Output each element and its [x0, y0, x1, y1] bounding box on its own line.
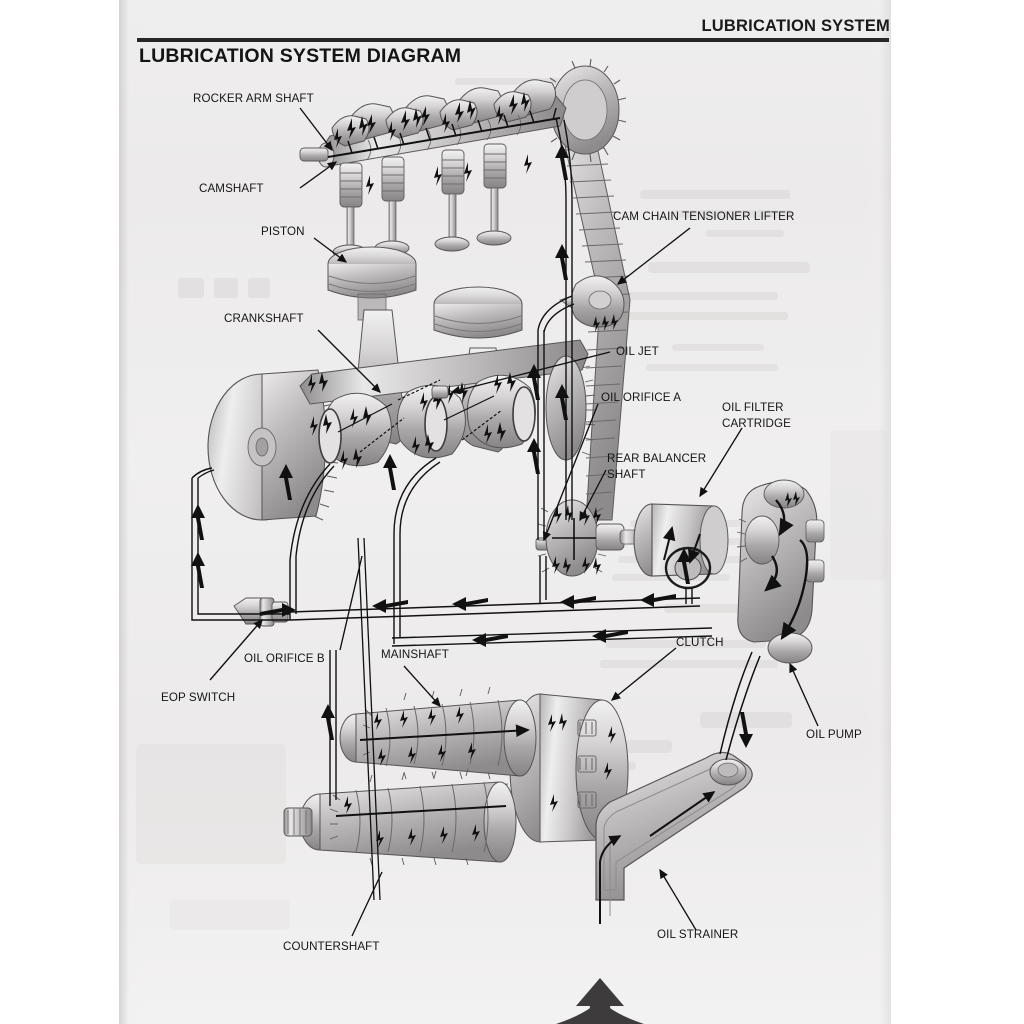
label-oil-orifice-a: OIL ORIFICE A — [601, 391, 682, 404]
label-rocker-arm-shaft: ROCKER ARM SHAFT — [193, 92, 314, 105]
label-camshaft: CAMSHAFT — [199, 182, 264, 195]
label-mainshaft: MAINSHAFT — [381, 648, 449, 661]
crankshaft-assembly — [207, 339, 596, 521]
label-rear-balancer-shaft-1: REAR BALANCER — [607, 452, 707, 465]
label-countershaft: COUNTERSHAFT — [283, 940, 380, 953]
valve-train — [332, 143, 512, 260]
label-eop-switch: EOP SWITCH — [161, 691, 236, 704]
cam-chain-tensioner-lifter — [559, 275, 625, 332]
label-oil-orifice-b: OIL ORIFICE B — [244, 652, 325, 665]
oil-pump — [736, 479, 825, 664]
header-rule — [137, 38, 889, 42]
page-header-title: LUBRICATION SYSTEM — [701, 17, 890, 35]
oil-flow-arrows — [191, 144, 753, 748]
label-oil-filter-cartridge-2: CARTRIDGE — [722, 417, 791, 430]
label-clutch: CLUTCH — [676, 636, 724, 649]
label-oil-strainer: OIL STRAINER — [657, 928, 739, 941]
oil-filter-cartridge — [633, 503, 729, 590]
label-oil-jet: OIL JET — [616, 345, 659, 358]
label-oil-filter-cartridge-1: OIL FILTER — [722, 401, 784, 414]
label-crankshaft: CRANKSHAFT — [224, 312, 304, 325]
label-oil-pump: OIL PUMP — [806, 728, 862, 741]
label-cam-chain-tensioner-lifter: CAM CHAIN TENSIONER LIFTER — [613, 210, 795, 223]
diagram-title: LUBRICATION SYSTEM DIAGRAM — [139, 45, 462, 67]
oil-strainer — [595, 751, 753, 924]
oil-intake-arrow — [556, 978, 644, 1024]
callout-leader-lines — [209, 107, 819, 937]
transmission-gear-cluster — [283, 686, 537, 866]
oil-gallery-lines — [191, 117, 761, 901]
label-rear-balancer-shaft-2: SHAFT — [607, 468, 646, 481]
label-piston: PISTON — [261, 225, 305, 238]
camshaft-assembly — [299, 79, 567, 168]
